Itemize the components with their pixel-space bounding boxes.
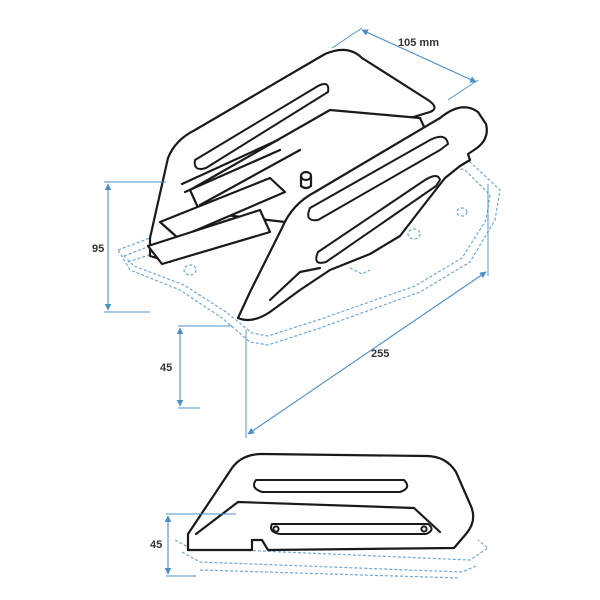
dimension-side-height [164,513,236,577]
dimension-width [331,27,479,101]
length-label: 255 [371,348,389,360]
height-label: 95 [92,243,104,255]
dimension-base-height [176,325,232,409]
width-label: 105 mm [398,37,439,49]
dimension-height [104,181,166,313]
base-height-label: 45 [160,362,172,374]
chock-body-3d [146,48,488,322]
dimension-length [245,184,489,438]
side-height-label: 45 [150,539,162,551]
side-view-body [186,452,475,552]
